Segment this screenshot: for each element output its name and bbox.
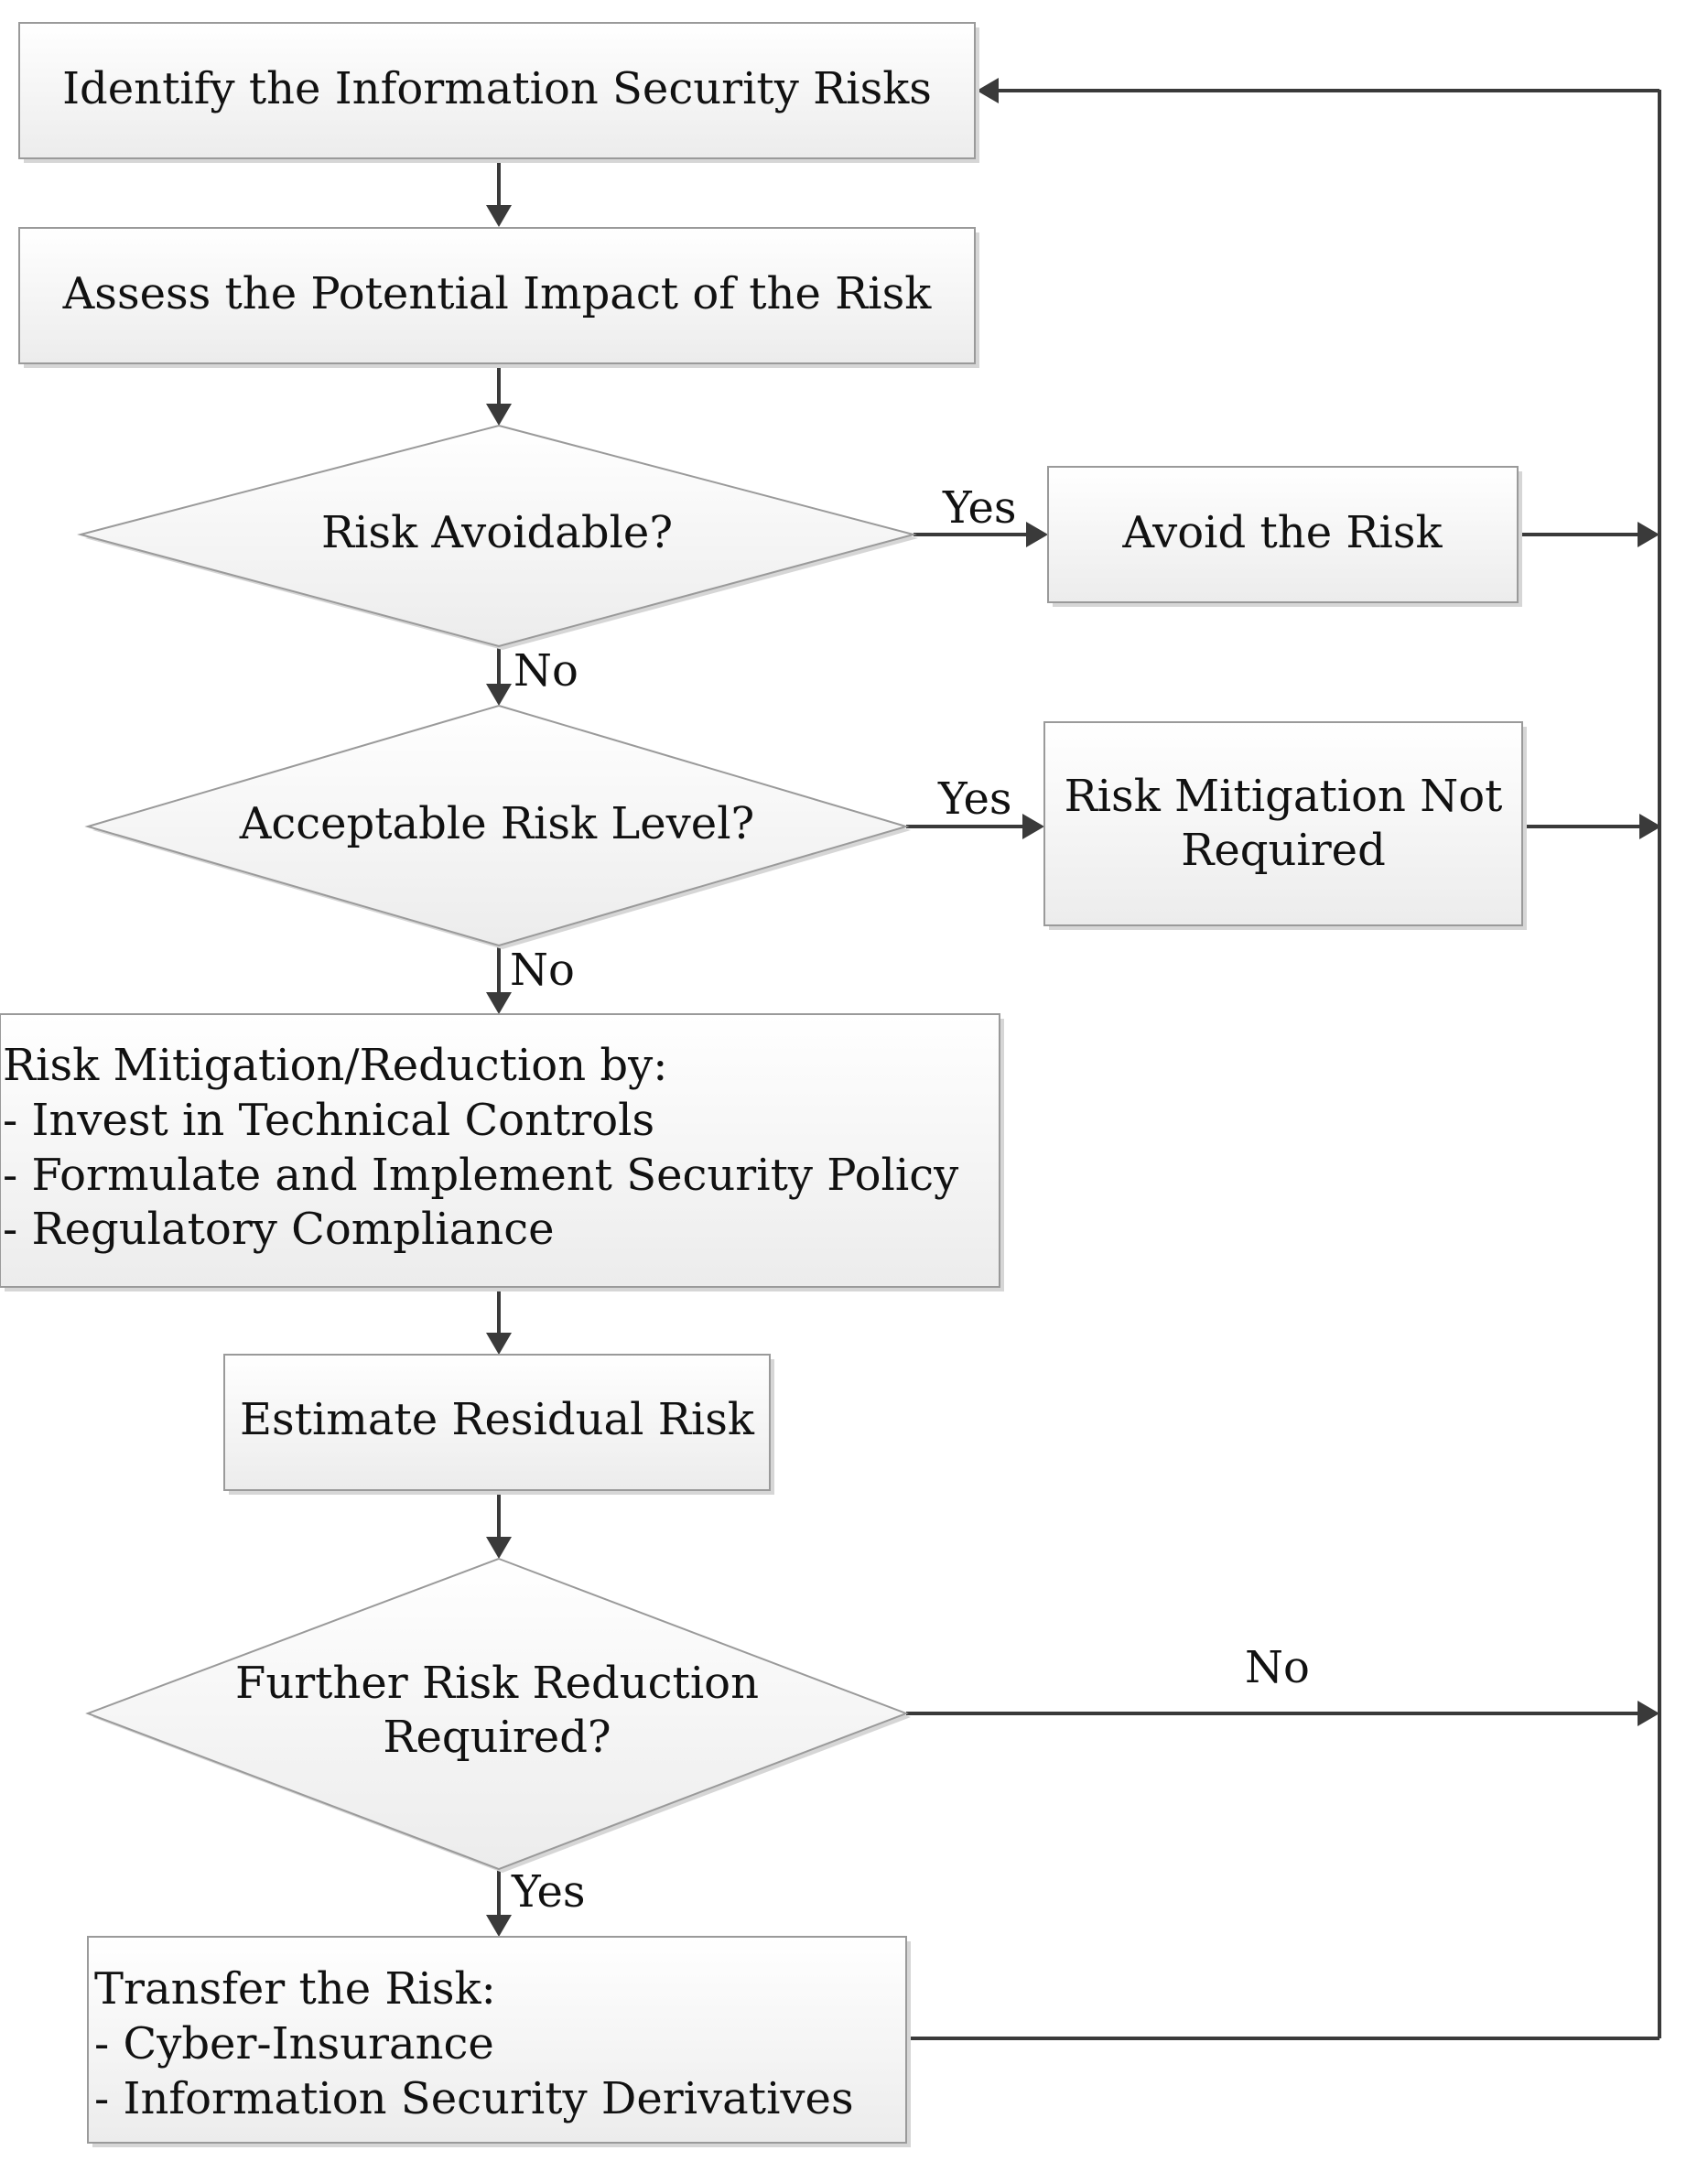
node-mitigation-line-4: - Regulatory Compliance	[3, 1204, 555, 1255]
arrowhead-icon	[1638, 1701, 1659, 1726]
decision-further: Further Risk Reduction Required?	[85, 1557, 911, 1873]
node-not-required-line-1: Risk Mitigation Not	[1065, 771, 1503, 822]
node-avoid: Avoid the Risk	[1047, 466, 1522, 607]
decision-acceptable: Acceptable Risk Level?	[84, 704, 911, 949]
arrowhead-icon	[486, 1333, 512, 1355]
decision-avoidable: Risk Avoidable?	[77, 424, 918, 650]
decision-acceptable-label: Acceptable Risk Level?	[239, 798, 755, 849]
node-residual-label: Estimate Residual Risk	[240, 1394, 755, 1445]
decision-further-line-1: Further Risk Reduction	[235, 1658, 759, 1709]
arrowhead-icon	[1639, 814, 1661, 839]
edge-label-acceptable-yes: Yes	[937, 773, 1012, 825]
edge-label-further-yes: Yes	[511, 1866, 586, 1918]
edge-label-further-no: No	[1245, 1642, 1310, 1693]
node-identify: Identify the Information Security Risks	[18, 22, 979, 163]
node-assess-label: Assess the Potential Impact of the Risk	[62, 268, 933, 319]
edge-label-avoidable-yes: Yes	[942, 482, 1017, 534]
node-transfer: Transfer the Risk: - Cyber-Insurance - I…	[87, 1936, 911, 2147]
decision-further-line-2: Required?	[383, 1712, 611, 1763]
node-mitigation: Risk Mitigation/Reduction by: - Invest i…	[0, 1013, 1004, 1291]
arrowhead-icon	[1022, 814, 1044, 839]
arrowhead-icon	[486, 684, 512, 706]
arrowhead-icon	[977, 78, 999, 103]
node-transfer-line-3: - Information Security Derivatives	[94, 2073, 854, 2124]
node-residual: Estimate Residual Risk	[223, 1354, 774, 1495]
node-transfer-line-2: - Cyber-Insurance	[94, 2018, 494, 2069]
decision-avoidable-label: Risk Avoidable?	[321, 507, 673, 558]
node-avoid-label: Avoid the Risk	[1121, 507, 1443, 558]
node-not-required: Risk Mitigation Not Required	[1043, 721, 1527, 930]
arrowhead-icon	[486, 992, 512, 1014]
node-mitigation-line-3: - Formulate and Implement Security Polic…	[3, 1150, 958, 1201]
arrowhead-icon	[486, 205, 512, 227]
node-mitigation-line-1: Risk Mitigation/Reduction by:	[3, 1040, 667, 1091]
arrowhead-icon	[486, 1915, 512, 1937]
node-identify-label: Identify the Information Security Risks	[62, 63, 932, 114]
edge-label-avoidable-no: No	[513, 645, 578, 697]
node-transfer-line-1: Transfer the Risk:	[94, 1963, 496, 2015]
edge-label-acceptable-no: No	[510, 945, 575, 996]
arrowhead-icon	[486, 404, 512, 426]
node-mitigation-line-2: - Invest in Technical Controls	[3, 1095, 654, 1146]
arrowhead-icon	[1638, 522, 1659, 547]
arrowhead-icon	[1026, 522, 1048, 547]
node-not-required-line-2: Required	[1181, 825, 1386, 876]
node-assess: Assess the Potential Impact of the Risk	[18, 227, 979, 368]
arrowhead-icon	[486, 1537, 512, 1559]
connectors	[486, 78, 1661, 2040]
